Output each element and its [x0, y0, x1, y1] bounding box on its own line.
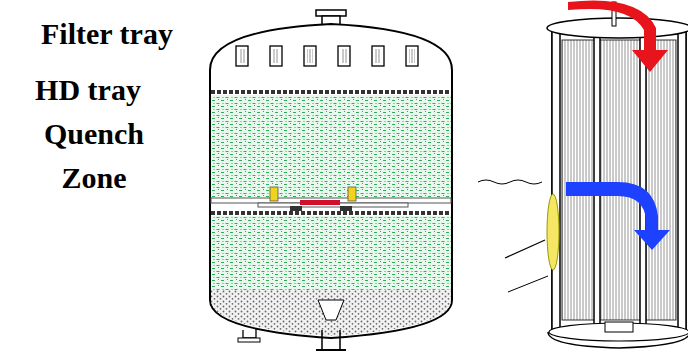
part-label: Filter tray: [2, 12, 212, 56]
part-label: HD tray: [8, 68, 168, 112]
part-label: Quench Zone: [35, 112, 153, 200]
reactor-vessel: [210, 10, 452, 350]
filter-basket: [478, 0, 688, 348]
